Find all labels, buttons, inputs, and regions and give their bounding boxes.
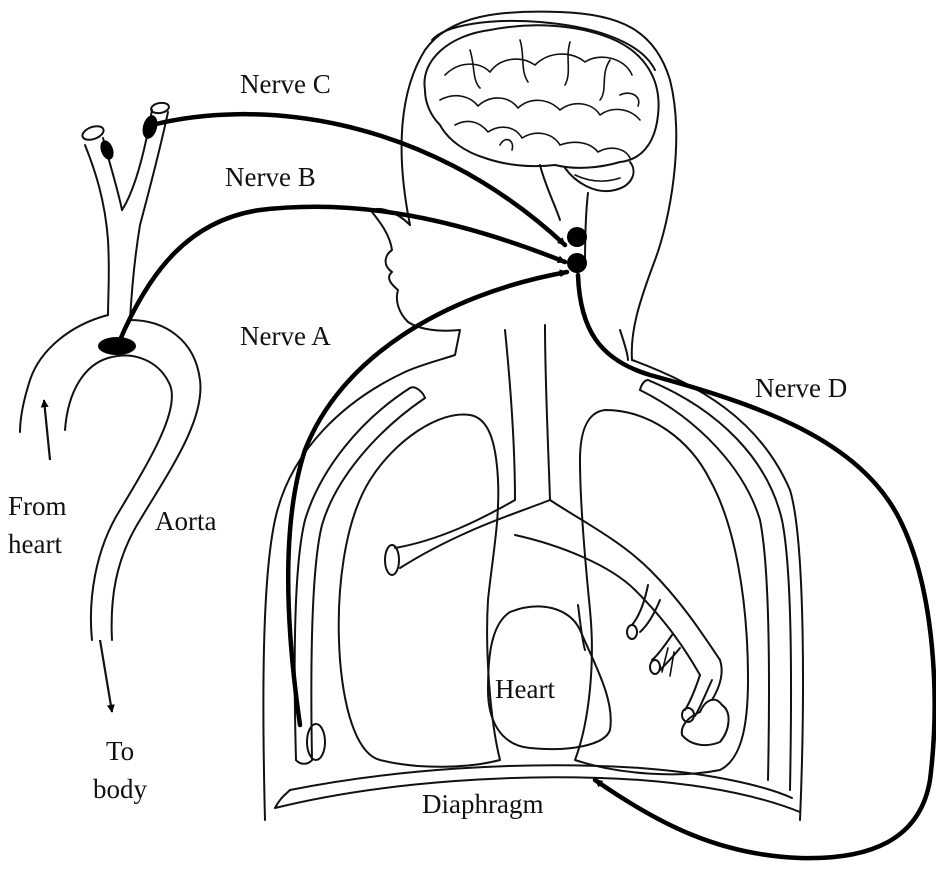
aorta-label: Aorta	[155, 506, 216, 536]
to-body-label-line1: To	[106, 736, 134, 766]
brain	[424, 25, 658, 265]
nerve-d-label: Nerve D	[755, 373, 847, 403]
nerve-a-label: Nerve A	[240, 321, 331, 351]
from-heart-label-line2: heart	[8, 529, 62, 559]
carotid-body-right	[140, 114, 160, 141]
respiratory-centre	[567, 227, 587, 273]
from-heart-arrow	[44, 400, 50, 460]
respiratory-centre-upper-dot	[567, 227, 587, 247]
diaphragm-label: Diaphragm	[422, 789, 543, 819]
head-outline	[372, 12, 676, 372]
labels: Nerve C Nerve B Nerve A Nerve D From hea…	[8, 69, 847, 819]
nerve-b-path	[120, 207, 565, 340]
aortic-body	[98, 337, 136, 355]
left-lung	[339, 414, 500, 766]
nerve-d-path	[578, 275, 935, 858]
nerve-c-label: Nerve C	[240, 69, 331, 99]
nerve-b-label: Nerve B	[225, 162, 316, 192]
aorta-carotid	[20, 102, 200, 640]
to-body-arrow	[100, 640, 112, 712]
carotid-body-left	[98, 139, 116, 162]
nerves	[120, 114, 935, 858]
thorax	[263, 360, 803, 820]
trachea-bronchi	[385, 325, 729, 745]
nerve-a-receptor	[307, 724, 325, 760]
right-lung	[575, 410, 748, 774]
from-heart-label-line1: From	[8, 491, 67, 521]
to-body-label-line2: body	[93, 774, 148, 804]
respiratory-centre-lower-dot	[567, 253, 587, 273]
heart-label: Heart	[495, 674, 555, 704]
